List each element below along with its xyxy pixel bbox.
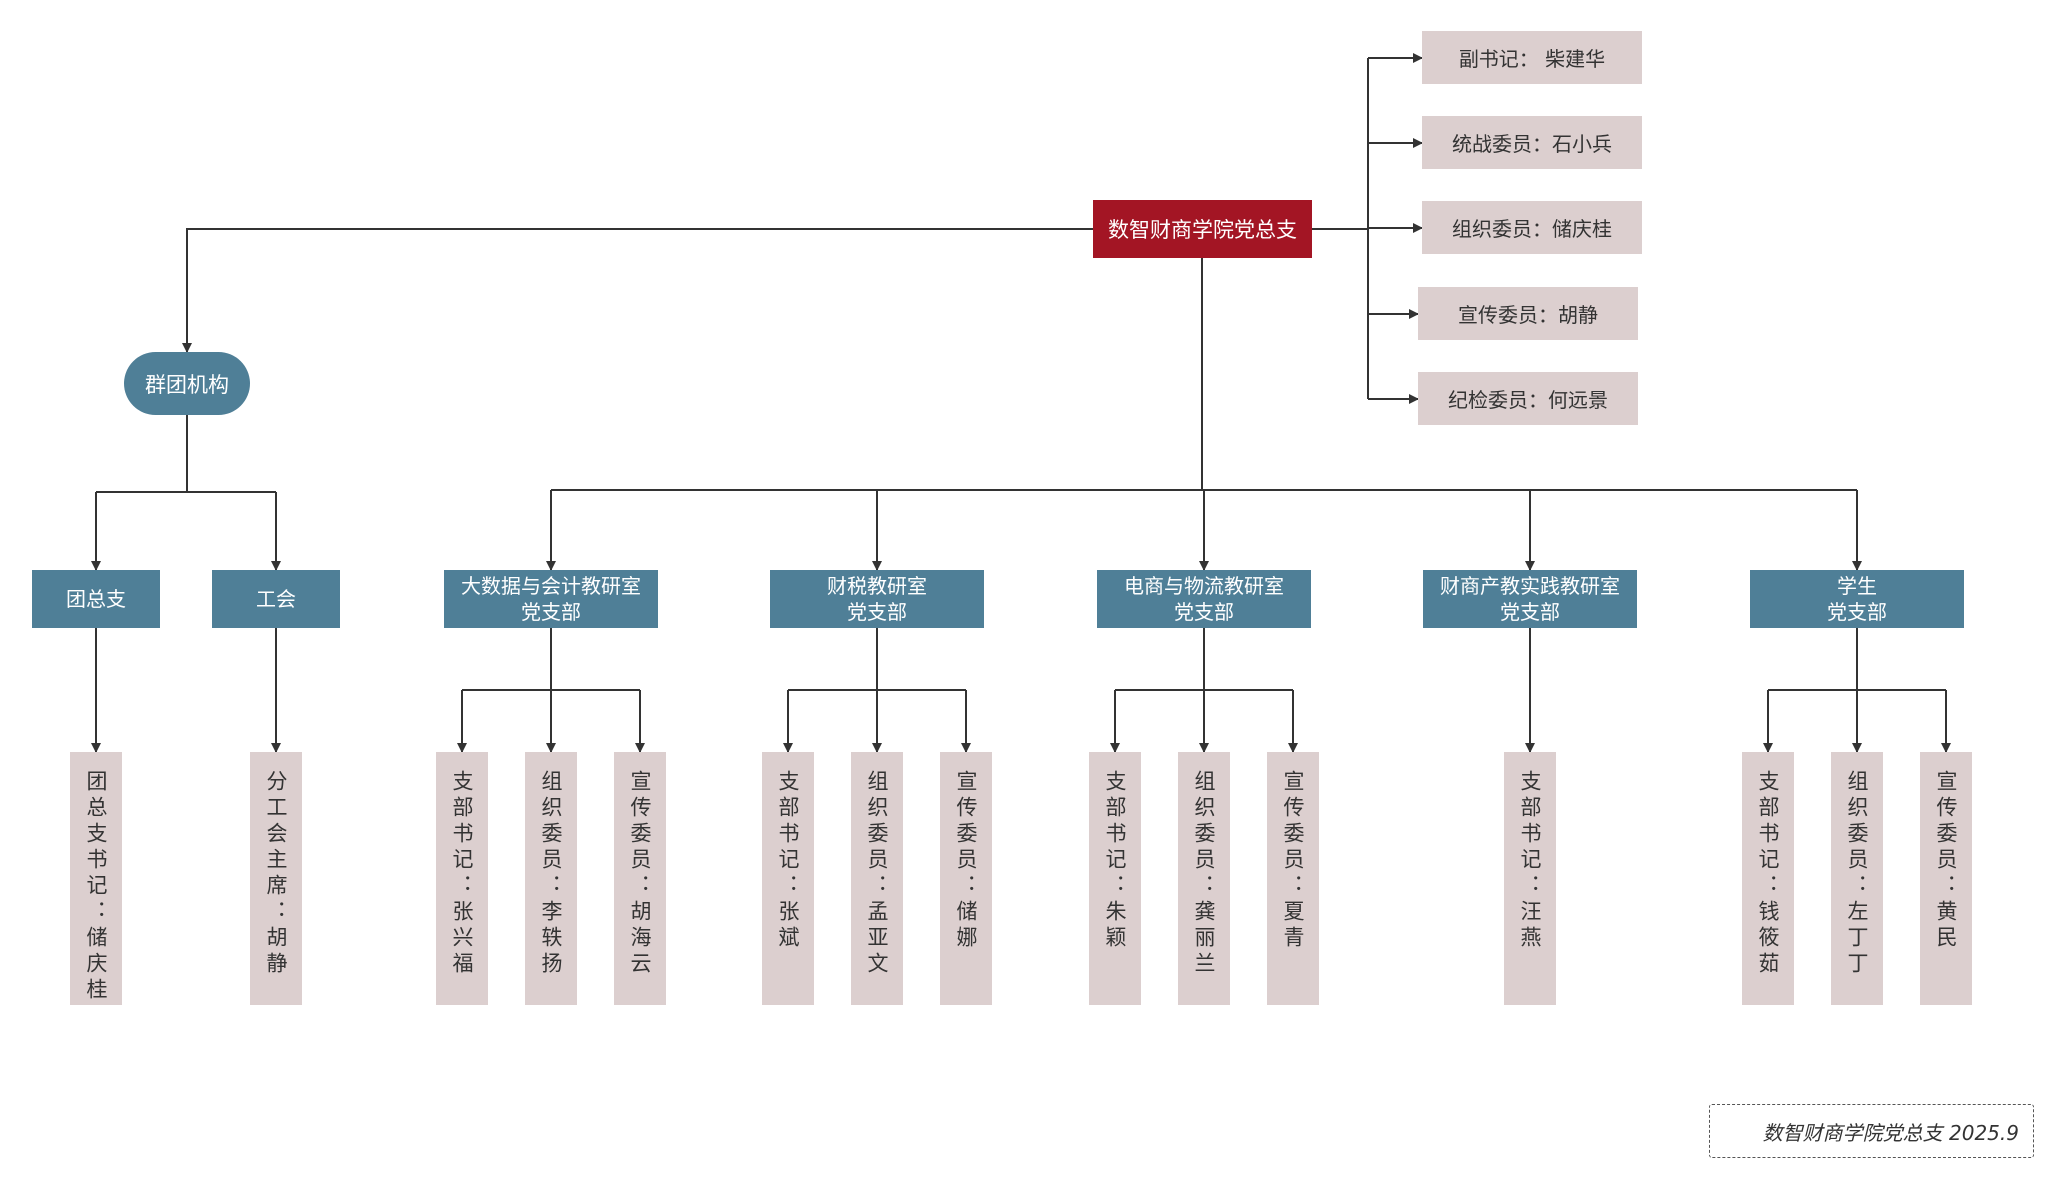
committee-member-1: 副书记： 柴建华 — [1422, 31, 1642, 84]
mass-unit-1-label: 团总支 — [66, 587, 126, 611]
branch-3-member-2: 组织委员：龚丽兰 — [1178, 752, 1230, 1005]
root-to-mass-org — [182, 228, 1093, 353]
branch-1-member-2-label: 组织委员：李轶扬 — [539, 770, 563, 978]
branch-5-member-3: 宣传委员：黄民 — [1920, 752, 1972, 1005]
mass-unit-1-member: 团总支书记：储庆桂 — [70, 752, 122, 1005]
branch-2-member-3-label: 宣传委员：储娜 — [954, 770, 978, 952]
branch-5-member-2-label: 组织委员：左丁丁 — [1845, 770, 1869, 978]
branch-5-member-1-label: 支部书记：钱筱茹 — [1756, 770, 1780, 978]
root-node-label: 数智财商学院党总支 — [1108, 218, 1297, 242]
mass-unit-2: 工会 — [212, 570, 340, 628]
mass-unit-2-member-label: 分工会主席：胡静 — [264, 770, 288, 978]
branch-1-member-2: 组织委员：李轶扬 — [525, 752, 577, 1005]
branch-4-label: 财商产教实践教研室 党支部 — [1440, 574, 1620, 624]
branch-4-member-1-label: 支部书记：汪燕 — [1518, 770, 1542, 952]
branch-3-member-1-label: 支部书记：朱颖 — [1103, 770, 1127, 952]
branch-1-label: 大数据与会计教研室 党支部 — [461, 574, 641, 624]
mass-unit-1: 团总支 — [32, 570, 160, 628]
branch-5-member-2: 组织委员：左丁丁 — [1831, 752, 1883, 1005]
branch-1-member-3-label: 宣传委员：胡海云 — [628, 770, 652, 978]
branch-2-member-3: 宣传委员：储娜 — [940, 752, 992, 1005]
branch-1-member-1-label: 支部书记：张兴福 — [450, 770, 474, 978]
branch-2-label: 财税教研室 党支部 — [827, 574, 927, 624]
committee-member-5-label: 纪检委员：何远景 — [1448, 388, 1608, 412]
committee-member-4: 宣传委员：胡静 — [1418, 287, 1638, 340]
branch-3: 电商与物流教研室 党支部 — [1097, 570, 1311, 628]
mass-org-node-label: 群团机构 — [145, 372, 229, 397]
branch-1-member-1: 支部书记：张兴福 — [436, 752, 488, 1005]
branch-2-member-1: 支部书记：张斌 — [762, 752, 814, 1005]
branch-2-member-2: 组织委员：孟亚文 — [851, 752, 903, 1005]
committee-member-3: 组织委员：储庆桂 — [1422, 201, 1642, 254]
branch-5-member-1: 支部书记：钱筱茹 — [1742, 752, 1794, 1005]
branch-1: 大数据与会计教研室 党支部 — [444, 570, 658, 628]
branch-4-member-1: 支部书记：汪燕 — [1504, 752, 1556, 1005]
footer-caption: 数智财商学院党总支 2025.9 — [1709, 1104, 2034, 1158]
footer-text: 数智财商学院党总支 2025.9 — [1762, 1120, 2019, 1145]
mass-unit-1-member-label: 团总支书记：储庆桂 — [84, 770, 108, 1004]
branch-3-member-3: 宣传委员：夏青 — [1267, 752, 1319, 1005]
committee-member-4-label: 宣传委员：胡静 — [1458, 303, 1598, 327]
branch-5-label: 学生 党支部 — [1827, 574, 1887, 624]
committee-member-5: 纪检委员：何远景 — [1418, 372, 1638, 425]
branch-5-member-3-label: 宣传委员：黄民 — [1934, 770, 1958, 952]
committee-member-2-label: 统战委员：石小兵 — [1452, 132, 1612, 156]
root-node: 数智财商学院党总支 — [1093, 200, 1312, 258]
branch-3-member-1: 支部书记：朱颖 — [1089, 752, 1141, 1005]
branch-3-member-3-label: 宣传委员：夏青 — [1281, 770, 1305, 952]
mass-unit-2-label: 工会 — [256, 587, 296, 611]
branch-2-member-2-label: 组织委员：孟亚文 — [865, 770, 889, 978]
mass-org-node: 群团机构 — [124, 352, 250, 415]
branch-2-member-1-label: 支部书记：张斌 — [776, 770, 800, 952]
mass-unit-2-member: 分工会主席：胡静 — [250, 752, 302, 1005]
branch-1-member-3: 宣传委员：胡海云 — [614, 752, 666, 1005]
branch-3-member-2-label: 组织委员：龚丽兰 — [1192, 770, 1216, 978]
committee-member-3-label: 组织委员：储庆桂 — [1452, 217, 1612, 241]
branch-3-label: 电商与物流教研室 党支部 — [1124, 574, 1284, 624]
branch-2: 财税教研室 党支部 — [770, 570, 984, 628]
committee-member-2: 统战委员：石小兵 — [1422, 116, 1642, 169]
branch-5: 学生 党支部 — [1750, 570, 1964, 628]
committee-member-1-label: 副书记： 柴建华 — [1458, 47, 1606, 71]
branch-4: 财商产教实践教研室 党支部 — [1423, 570, 1637, 628]
